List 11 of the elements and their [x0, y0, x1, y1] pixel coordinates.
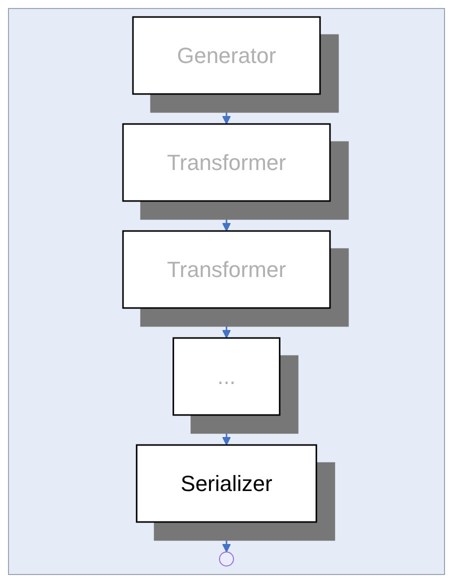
node-box: [136, 444, 318, 523]
panel-background: Generator Transformer Transformer ... Serializer: [8, 8, 445, 575]
node-box: [122, 123, 331, 202]
arrow: [222, 94, 231, 124]
arrow: [222, 201, 231, 232]
node-box: [122, 230, 331, 309]
arrow: [222, 522, 231, 552]
arrow: [222, 308, 231, 338]
node-box: [172, 337, 280, 416]
node-box: [132, 16, 321, 95]
arrow: [222, 415, 231, 446]
